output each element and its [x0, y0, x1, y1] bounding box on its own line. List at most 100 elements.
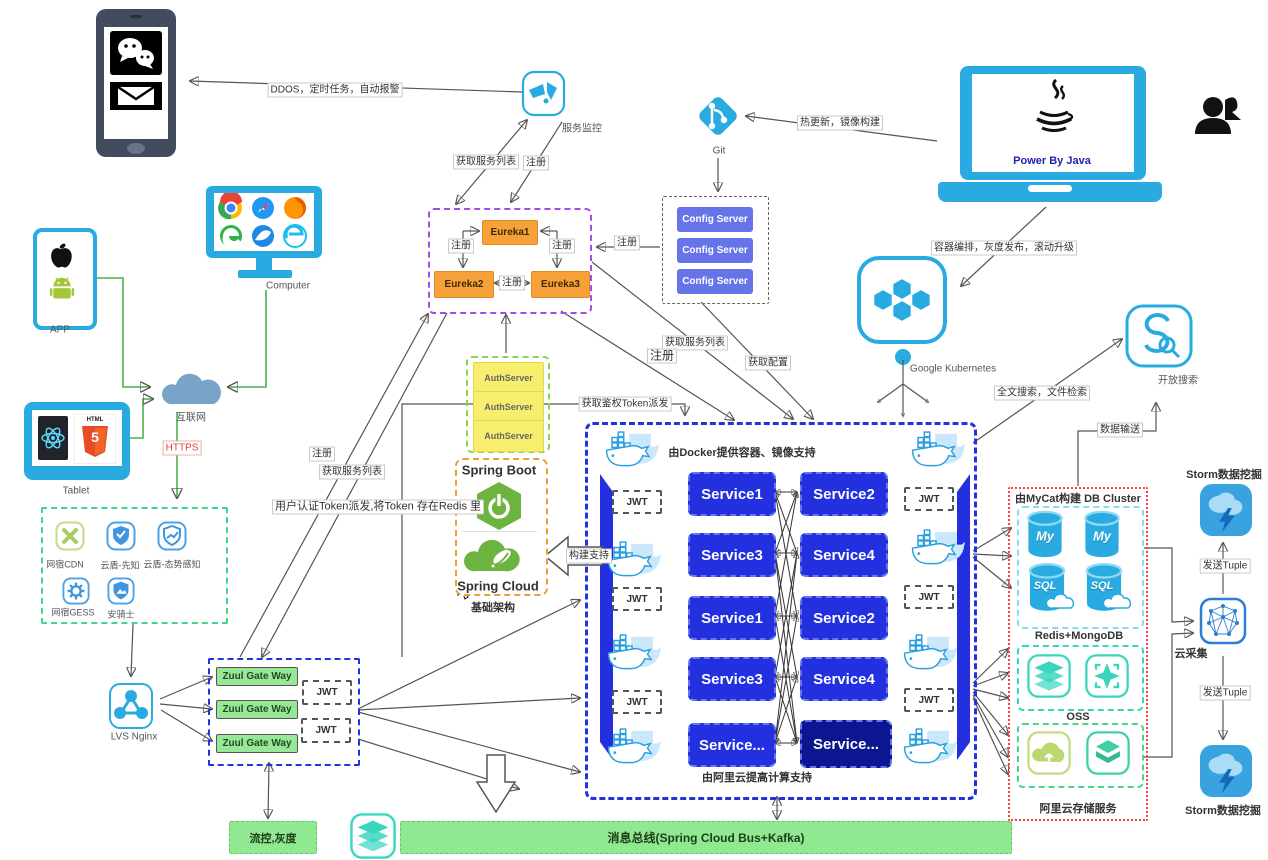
edge-label-register-e23: 注册 — [499, 275, 525, 291]
cloud-badge-icon — [1046, 593, 1074, 610]
jwt-badge: JWT — [612, 690, 662, 714]
spring-divider — [462, 531, 537, 532]
big-down-arrow — [475, 754, 517, 814]
service-node: Service2 — [800, 596, 888, 640]
flow-control-node: 流控,灰度 — [229, 821, 317, 854]
docker-icon — [604, 727, 662, 771]
laptop-notch — [1028, 185, 1072, 192]
edge-label-register-e1r: 注册 — [549, 238, 575, 254]
edge-label-get-service-list-left: 获取服务列表 — [319, 464, 385, 480]
edge-label-register-mid: 注册 — [646, 348, 678, 364]
html5-icon: HTML 5 — [74, 414, 116, 464]
phone-speaker — [130, 15, 142, 18]
power-by-java-label: Power By Java — [1013, 155, 1091, 167]
internet-cloud-icon — [162, 373, 221, 405]
jwt-badge: JWT — [904, 487, 954, 511]
auth-server-node-1: AuthServer — [473, 362, 544, 394]
oss-cloud-icon — [1027, 731, 1071, 775]
docker-box-top-caption: 由Docker提供容器、镜像支持 — [668, 447, 816, 459]
jwt-badge: JWT — [904, 688, 954, 712]
phone-home-button — [127, 143, 145, 154]
open-search-icon — [1125, 304, 1193, 368]
git-icon — [699, 97, 737, 135]
tablet-device: HTML 5 — [24, 402, 130, 480]
react-icon — [38, 416, 68, 460]
redis-mongo-title: Redis+MongoDB — [1034, 630, 1124, 642]
edge-label-get-service-list-top: 获取服务列表 — [453, 154, 519, 170]
internet-label: 互联网 — [176, 412, 206, 424]
docker-icon — [900, 633, 958, 677]
lvs-nginx-icon — [109, 683, 153, 729]
config-server-node-3: Config Server — [677, 269, 753, 294]
collect-label: 云采集 — [1174, 648, 1208, 660]
laptop-display — [972, 74, 1134, 172]
service-node: Service4 — [800, 533, 888, 577]
auth-server-box — [466, 356, 550, 453]
lvs-label: LVS Nginx — [110, 731, 158, 743]
computer-screen — [214, 191, 314, 251]
jwt-badge: JWT — [612, 490, 662, 514]
monitor-neck — [256, 258, 272, 270]
phone-screen — [104, 27, 168, 139]
edge-label-https: HTTPS — [162, 440, 202, 456]
git-label: Git — [712, 145, 726, 157]
service-node: Service4 — [800, 657, 888, 701]
docker-icon — [604, 540, 662, 584]
storm-icon — [1199, 483, 1253, 537]
spring-boot-icon — [477, 482, 521, 530]
computer-label: Computer — [266, 280, 310, 292]
mycat-title: 由MyCat构建 DB Cluster — [1015, 493, 1141, 505]
java-icon — [1036, 78, 1074, 132]
db-label: My — [1035, 528, 1055, 544]
eureka1-node: Eureka1 — [482, 220, 538, 245]
spring-box — [455, 458, 548, 596]
docker-box-bottom-caption: 由阿里云提高计算支持 — [702, 772, 812, 784]
edge-label-send-tuple-1: 发送Tuple — [1199, 558, 1251, 574]
oss-box-icon — [1086, 731, 1130, 775]
zuul-gateway-node-1: Zuul Gate Way — [216, 667, 298, 686]
laptop-base — [938, 182, 1162, 202]
service-node: Service1 — [688, 472, 776, 516]
wechat-icon — [110, 31, 162, 75]
jwt-badge: JWT — [301, 718, 351, 743]
edge-label-hot-update: 热更新，镜像构建 — [797, 115, 883, 131]
service-node: Service1 — [688, 596, 776, 640]
auth-server-node-3: AuthServer — [473, 420, 544, 452]
cdn-item-label: 安骑士 — [107, 609, 135, 620]
gear-icon — [62, 577, 90, 605]
cdn-icon — [55, 521, 85, 551]
edge-label-orchestration: 容器编排，灰度发布，滚动升级 — [931, 240, 1077, 256]
oss-title: OSS — [1066, 711, 1090, 723]
edge-label-build-support: 构建支持 — [566, 548, 612, 564]
open-search-label: 开放搜索 — [1158, 375, 1198, 387]
config-server-node-2: Config Server — [677, 238, 753, 263]
edge-label-register-e1l: 注册 — [448, 238, 474, 254]
edge-label-data-feed: 数据输送 — [1097, 422, 1143, 438]
docker-icon — [604, 633, 662, 677]
spring-boot-title: Spring Boot — [461, 462, 537, 478]
docker-icon — [908, 528, 966, 572]
eureka2-node: Eureka2 — [434, 271, 494, 298]
service-monitor-label: 服务监控 — [562, 123, 602, 135]
oss-inner-box — [1017, 723, 1144, 788]
users-icon — [1195, 97, 1241, 134]
left-blue-bar — [600, 474, 613, 760]
redis-layers-icon — [350, 813, 396, 859]
zuul-gateway-node-2: Zuul Gate Way — [216, 700, 298, 719]
shield-icon — [106, 521, 136, 551]
apple-icon — [51, 243, 72, 268]
edge-label-ddos: DDOS，定时任务，自动报警 — [267, 82, 403, 98]
tablet-label: Tablet — [62, 485, 90, 497]
db-label: SQL — [1033, 580, 1057, 592]
service-node: Service3 — [688, 657, 776, 701]
docker-icon — [908, 430, 966, 474]
edge-label-fulltext-search: 全文搜索，文件检索 — [994, 385, 1090, 401]
redis-icon — [1027, 651, 1071, 701]
cloud-collect-icon — [1199, 597, 1247, 645]
cdn-item-label: 云盾-态势感知 — [143, 559, 201, 570]
mongodb-icon — [1085, 654, 1129, 698]
db-label: My — [1092, 528, 1112, 544]
storm-top-label: Storm数据挖掘 — [1186, 469, 1262, 481]
kubernetes-label: Google Kubernetes — [909, 363, 997, 375]
